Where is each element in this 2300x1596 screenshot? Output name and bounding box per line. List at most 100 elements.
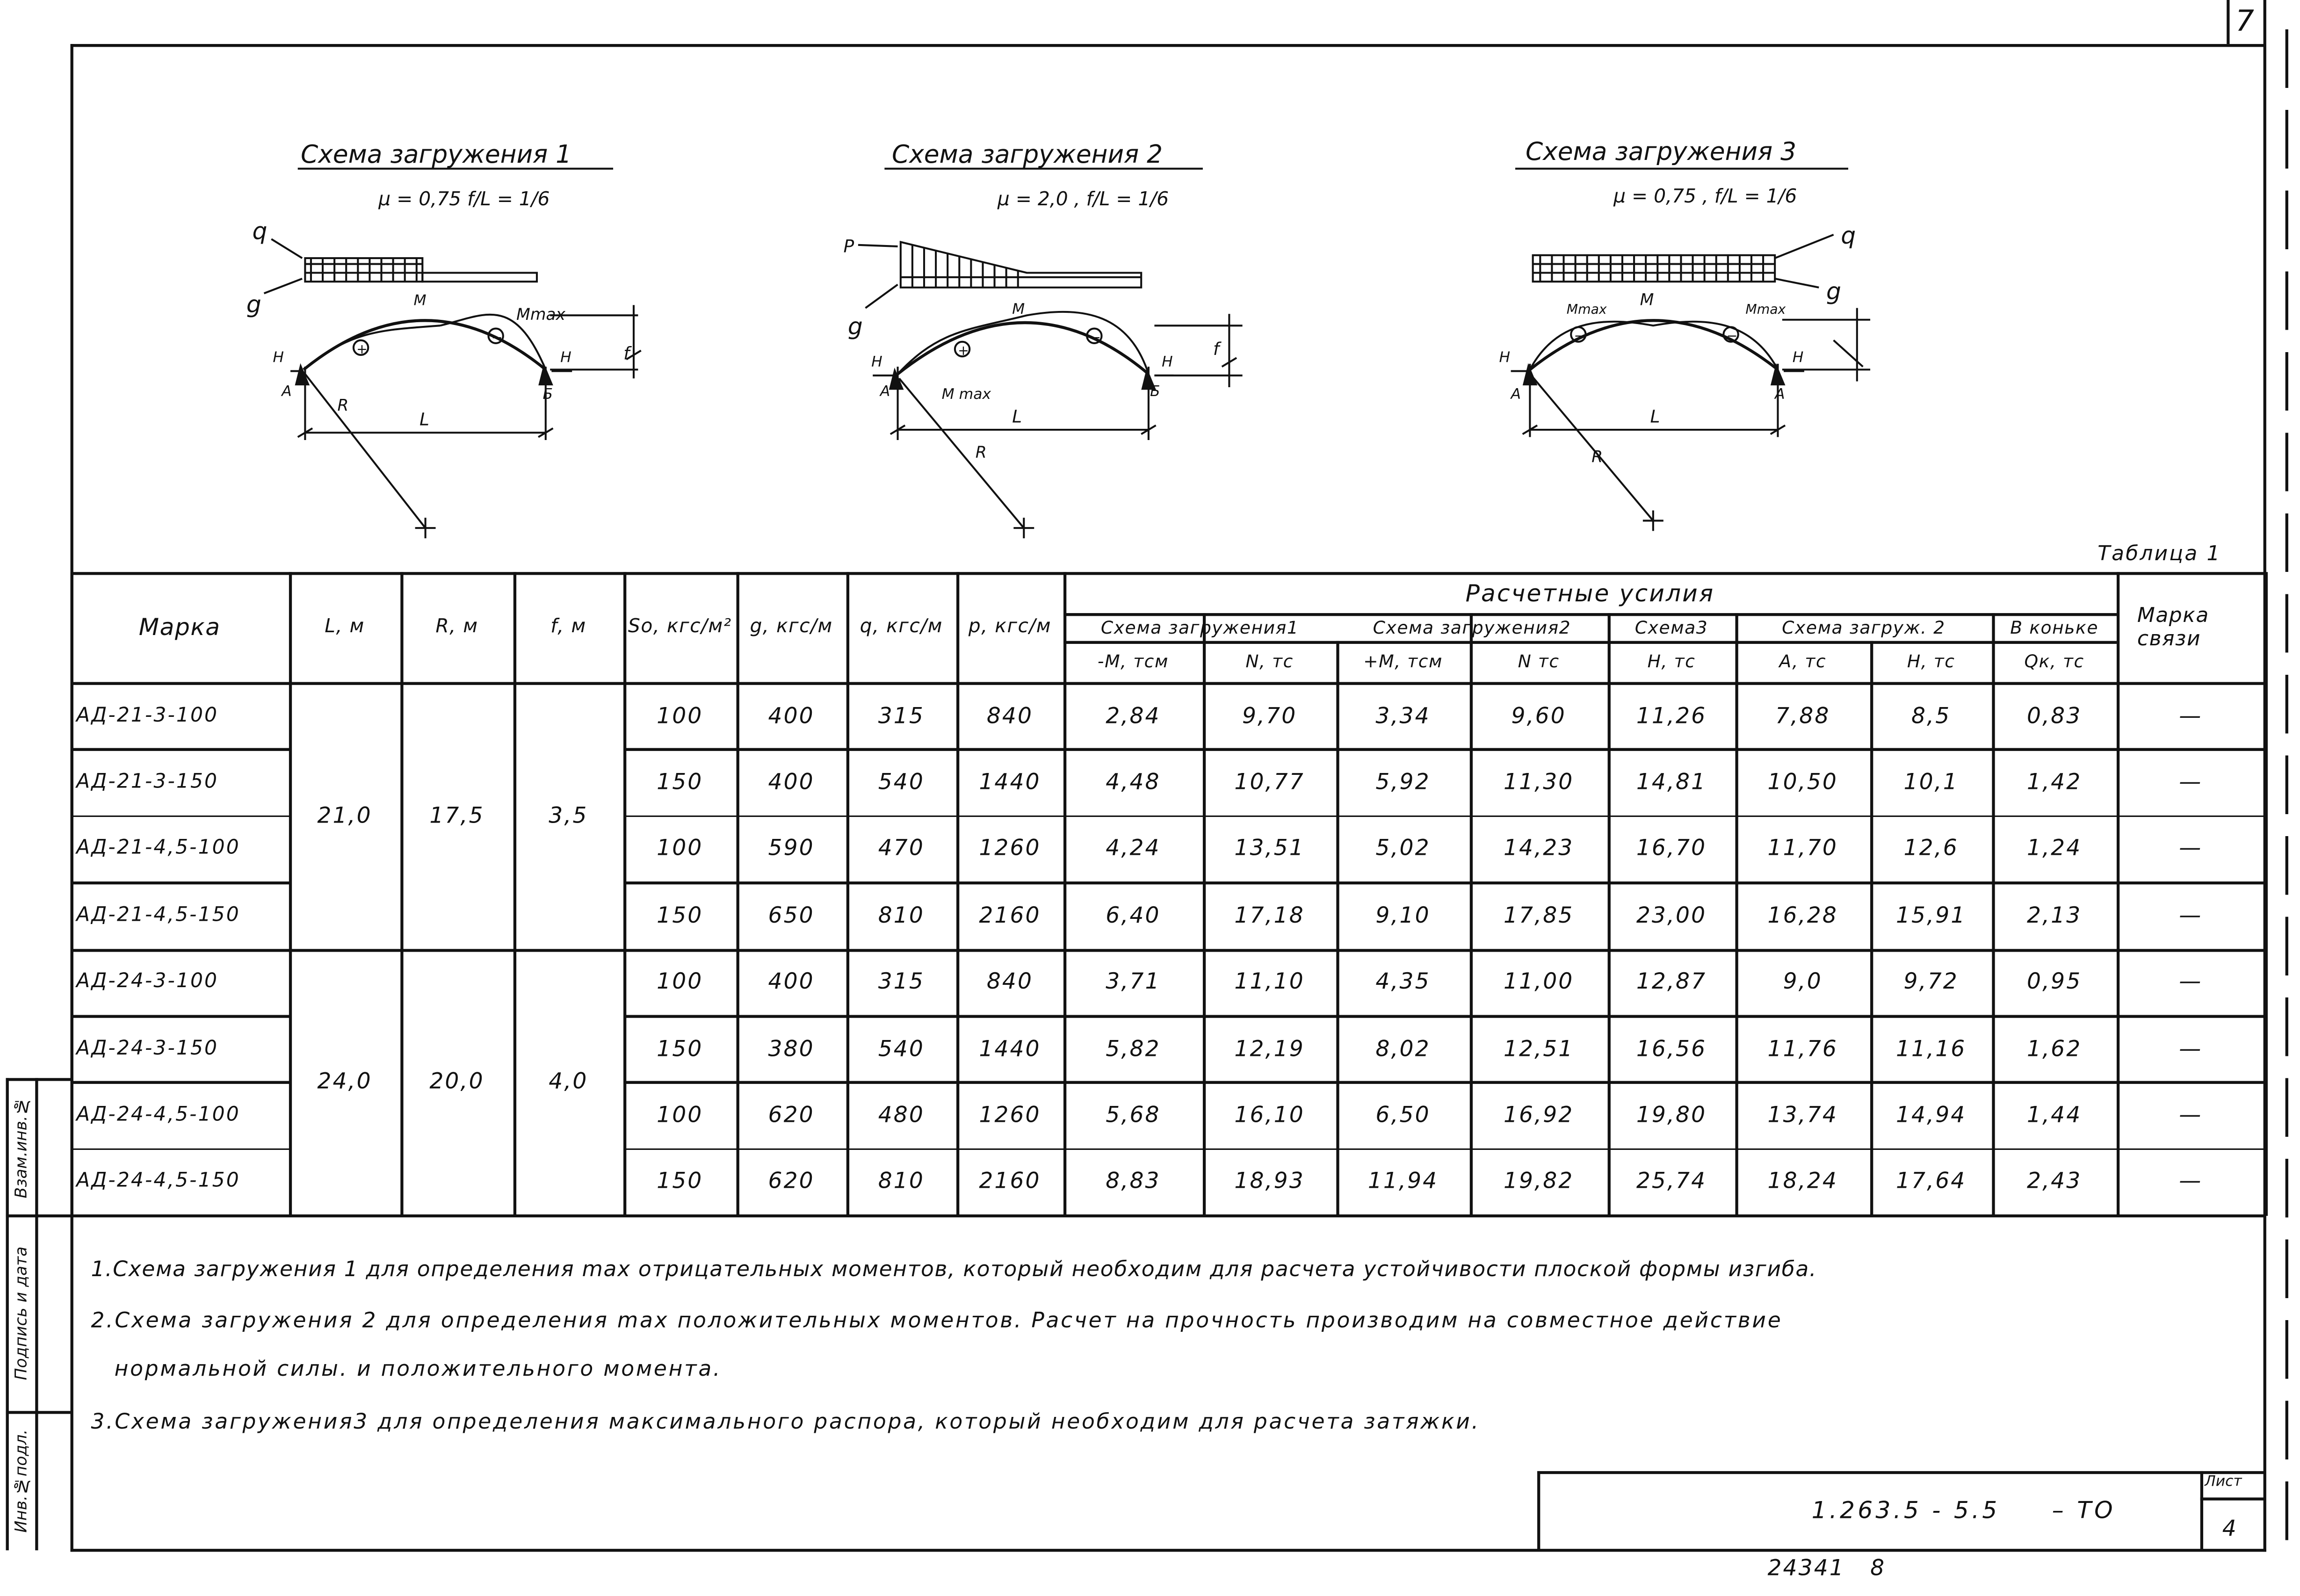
sheet-corner-number: 7 xyxy=(2235,3,2254,38)
cell-force: 14,81 xyxy=(1636,768,1707,795)
stamp-line xyxy=(6,1411,71,1414)
cell-force: 10,50 xyxy=(1767,768,1838,795)
cell-force: 10,77 xyxy=(1234,768,1305,795)
table-rule xyxy=(70,1015,291,1018)
table-rule xyxy=(70,815,291,817)
table-rule xyxy=(956,572,959,1216)
scheme-1-plus: + xyxy=(356,341,368,357)
cell-force: 25,74 xyxy=(1636,1168,1707,1195)
frame-right xyxy=(2263,0,2266,1552)
cell-force: 9,60 xyxy=(1511,702,1566,729)
cell-force: 4,24 xyxy=(1106,835,1161,862)
header-unit: N тс xyxy=(1518,651,1560,672)
cell-so: 100 xyxy=(657,968,703,995)
cell-force: 23,00 xyxy=(1636,902,1707,929)
scheme-2-H-right: H xyxy=(1162,354,1173,370)
scheme-2-M: M xyxy=(1012,301,1025,318)
loading-schemes: Схема загружения 1 μ = 0,75 f/L = 1/6 q … xyxy=(246,137,1871,539)
cell-force: 12,19 xyxy=(1234,1035,1305,1062)
header-unit: H, тс xyxy=(1907,651,1955,672)
header-group: Схема загружения1 xyxy=(1100,616,1299,637)
cell-force: 4,35 xyxy=(1375,968,1431,995)
cell-so: 100 xyxy=(657,835,703,862)
scheme-1-A: A xyxy=(281,383,291,400)
cell-rise-f: 4,0 xyxy=(549,1068,588,1095)
scheme-1-B: Б xyxy=(543,386,553,403)
scheme-2-A: A xyxy=(879,383,890,400)
header-unit: Qк, тс xyxy=(2024,651,2084,672)
header-g: g, кгс/м xyxy=(750,616,833,638)
title-block-top xyxy=(1537,1471,2265,1474)
table-rule xyxy=(623,572,626,1216)
cell-force: 17,18 xyxy=(1234,902,1305,929)
table-rule xyxy=(1735,613,1738,1216)
cell-force: 6,50 xyxy=(1375,1101,1431,1128)
title-block-left xyxy=(1537,1471,1541,1551)
cell-force: 3,71 xyxy=(1106,968,1161,995)
table-rule xyxy=(1992,613,1995,1216)
cell-force: 9,10 xyxy=(1375,902,1431,929)
cell-force: 13,74 xyxy=(1767,1101,1838,1128)
table-caption: Таблица 1 xyxy=(2097,542,2221,566)
table-rule xyxy=(70,881,291,884)
cell-mark: АД-21-4,5-100 xyxy=(76,837,240,860)
table-rule xyxy=(623,815,2265,817)
scheme-3-H-right: H xyxy=(1793,349,1804,366)
cell-force: 12,51 xyxy=(1503,1035,1574,1062)
cell-force: 14,23 xyxy=(1503,835,1574,862)
scheme-3-Mmax-left: Mmax xyxy=(1567,302,1607,317)
scheme-1-minus: − xyxy=(492,330,503,345)
cell-q: 810 xyxy=(878,902,925,929)
cell-force: 11,00 xyxy=(1503,968,1574,995)
table-rule xyxy=(1336,641,1339,1216)
table-rule xyxy=(1063,641,2117,643)
cell-force: 8,83 xyxy=(1106,1168,1161,1195)
header-group: Схема загруж. 2 xyxy=(1782,616,1946,637)
cell-force: 5,68 xyxy=(1106,1101,1161,1128)
cell-so: 100 xyxy=(657,1101,703,1128)
scheme-1-title: Схема загружения 1 xyxy=(301,140,571,169)
edge-dashes xyxy=(2285,29,2288,1555)
title-block-divider xyxy=(2200,1471,2203,1551)
header-p: p, кгс/м xyxy=(968,616,1052,638)
cell-q: 540 xyxy=(878,768,925,795)
note-3: нормальной силы. и положительного момент… xyxy=(114,1358,722,1382)
cell-force: 16,28 xyxy=(1767,902,1838,929)
cell-force: 0,95 xyxy=(2027,968,2082,995)
cell-link: — xyxy=(2179,768,2203,795)
cell-force: 15,91 xyxy=(1895,902,1967,929)
cell-link: — xyxy=(2179,702,2203,729)
cell-link: — xyxy=(2179,902,2203,929)
cell-g: 400 xyxy=(768,768,815,795)
sheet-label: Лист xyxy=(2205,1474,2242,1490)
cell-force: 11,30 xyxy=(1503,768,1574,795)
scheme-3-M: M xyxy=(1640,290,1654,309)
cell-mark: АД-21-3-100 xyxy=(76,703,219,727)
cell-mark: АД-24-4,5-150 xyxy=(76,1170,240,1193)
cell-force: 16,56 xyxy=(1636,1035,1707,1062)
table-rule xyxy=(623,1015,2265,1018)
cell-force: 0,83 xyxy=(2027,702,2082,729)
cell-force: 16,70 xyxy=(1636,835,1707,862)
header-group: Схема3 xyxy=(1635,616,1708,637)
header-unit: -M, тсм xyxy=(1097,651,1169,672)
cell-mark: АД-24-3-150 xyxy=(76,1036,219,1060)
scheme-3-params: μ = 0,75 , f/L = 1/6 xyxy=(1613,185,1797,207)
header-l: L, м xyxy=(325,616,365,638)
cell-force: 12,87 xyxy=(1636,968,1707,995)
header-bottom xyxy=(70,682,2265,685)
header-unit: N, тс xyxy=(1245,651,1294,672)
cell-radius-R: 20,0 xyxy=(429,1068,485,1095)
table-rule xyxy=(289,572,291,1216)
scheme-2-f: f xyxy=(1213,339,1222,359)
cell-p: 1260 xyxy=(979,1101,1041,1128)
cell-p: 1440 xyxy=(979,1035,1041,1062)
cell-mark: АД-24-3-100 xyxy=(76,970,219,994)
cell-so: 150 xyxy=(657,768,703,795)
cell-p: 1260 xyxy=(979,835,1041,862)
table-rule xyxy=(513,572,516,1216)
table-rule xyxy=(623,881,2265,884)
cell-p: 840 xyxy=(986,968,1034,995)
scheme-3-g: g xyxy=(1826,277,1841,305)
